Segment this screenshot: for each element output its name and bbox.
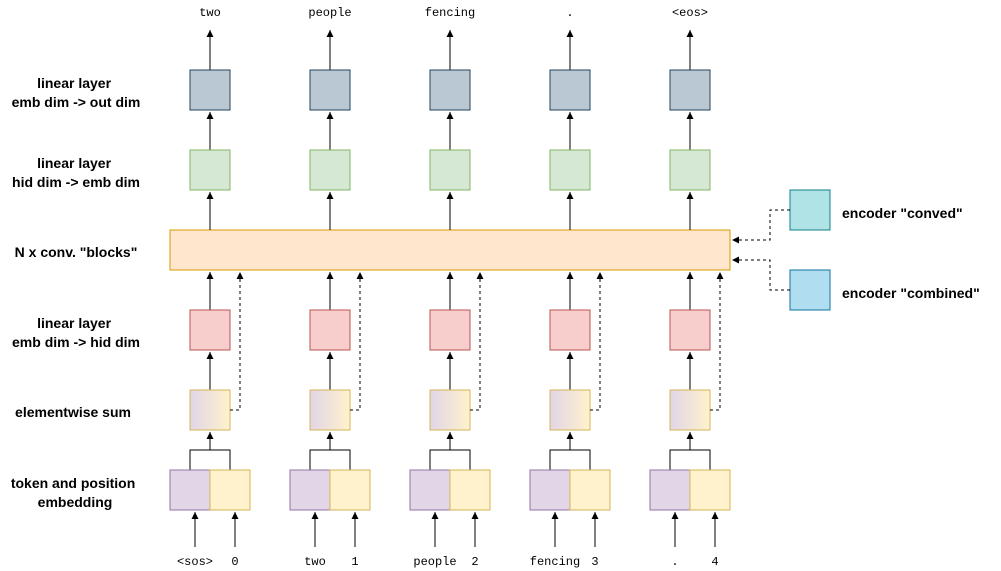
input-token: . — [671, 555, 678, 569]
encoder-combined-box — [789, 269, 831, 311]
input-position: 3 — [591, 555, 598, 569]
position-embedding-box — [449, 469, 491, 511]
encoder-combined-arrow — [732, 256, 790, 291]
elementwise-sum-box — [429, 389, 471, 431]
token-column: people two 1 — [289, 6, 371, 569]
emb-linear-box — [669, 149, 711, 191]
label-emb-linear: linear layer hid dim -> emb dim — [12, 155, 140, 190]
output-token: <eos> — [672, 6, 708, 20]
output-token: two — [199, 6, 221, 20]
residual-dashed-arrow — [710, 272, 724, 411]
position-embedding-box — [209, 469, 251, 511]
encoder-conved-label: encoder "conved" — [842, 205, 963, 221]
input-position: 4 — [711, 555, 718, 569]
elementwise-sum-box — [549, 389, 591, 431]
encoder-combined-label: encoder "combined" — [842, 285, 980, 301]
input-token: people — [413, 555, 456, 569]
hid-linear-box — [669, 309, 711, 351]
output-token: fencing — [425, 6, 475, 20]
emb-linear-box — [309, 149, 351, 191]
residual-dashed-arrow — [470, 272, 484, 411]
conv-blocks-bar — [169, 229, 731, 271]
hid-linear-box — [189, 309, 231, 351]
label-hid-linear: linear layer emb dim -> hid dim — [12, 315, 140, 350]
out-linear-box — [429, 69, 471, 111]
out-linear-box — [189, 69, 231, 111]
token-columns: two <sos> 0 people two 1 fencing people 2. fencin… — [169, 6, 731, 569]
label-out-linear: linear layer emb dim -> out dim — [12, 75, 141, 110]
input-token: two — [304, 555, 326, 569]
elementwise-sum-box — [309, 389, 351, 431]
token-embedding-box — [409, 469, 451, 511]
encoder-conved-arrow — [732, 209, 790, 244]
output-token: . — [566, 6, 573, 20]
embedding-join-line — [189, 449, 231, 470]
token-column: fencing people 2 — [409, 6, 491, 569]
embedding-join-line — [429, 449, 471, 470]
encoder-conved-box — [789, 189, 831, 231]
residual-dashed-arrow — [590, 272, 604, 411]
output-token: people — [308, 6, 351, 20]
token-column: . fencing 3 — [529, 6, 611, 569]
token-embedding-box — [529, 469, 571, 511]
label-conv-blocks: N x conv. "blocks" — [15, 244, 138, 260]
input-token: fencing — [530, 555, 580, 569]
position-embedding-box — [689, 469, 731, 511]
input-position: 0 — [231, 555, 238, 569]
hid-linear-box — [429, 309, 471, 351]
label-elementwise-sum: elementwise sum — [15, 404, 131, 420]
input-token: <sos> — [177, 555, 213, 569]
input-position: 2 — [471, 555, 478, 569]
residual-dashed-arrow — [230, 272, 244, 411]
emb-linear-box — [549, 149, 591, 191]
embedding-join-line — [669, 449, 711, 470]
position-embedding-box — [569, 469, 611, 511]
out-linear-box — [309, 69, 351, 111]
embedding-join-line — [309, 449, 351, 470]
input-position: 1 — [351, 555, 358, 569]
token-column: two <sos> 0 — [169, 6, 251, 569]
hid-linear-box — [309, 309, 351, 351]
token-column: <eos>. 4 — [649, 6, 731, 569]
token-embedding-box — [289, 469, 331, 511]
token-embedding-box — [169, 469, 211, 511]
elementwise-sum-box — [189, 389, 231, 431]
position-embedding-box — [329, 469, 371, 511]
token-embedding-box — [649, 469, 691, 511]
residual-dashed-arrow — [350, 272, 364, 411]
out-linear-box — [669, 69, 711, 111]
embedding-join-line — [549, 449, 591, 470]
emb-linear-box — [429, 149, 471, 191]
hid-linear-box — [549, 309, 591, 351]
out-linear-box — [549, 69, 591, 111]
label-embedding: token and position embedding — [11, 475, 139, 510]
emb-linear-box — [189, 149, 231, 191]
elementwise-sum-box — [669, 389, 711, 431]
